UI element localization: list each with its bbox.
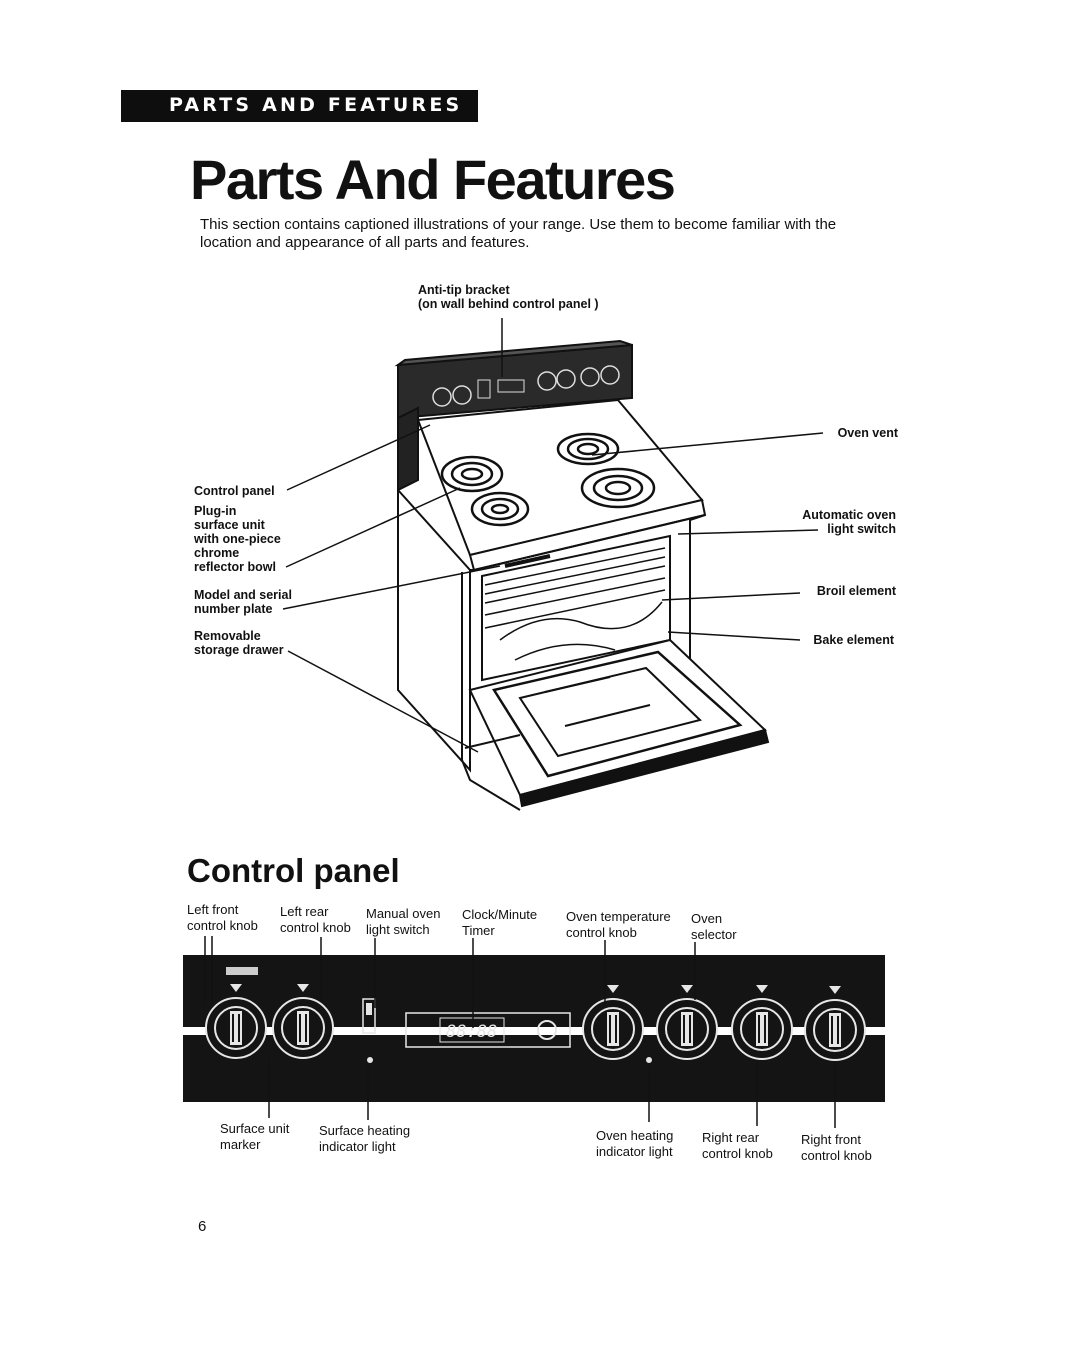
label-line: reflector bowl	[194, 560, 276, 574]
label-left-front-knob: Left front control knob	[187, 902, 258, 934]
label-line: control knob	[566, 925, 637, 940]
label-line: Right front	[801, 1132, 861, 1147]
label-line: storage drawer	[194, 643, 284, 657]
label-line: Surface heating	[319, 1123, 411, 1138]
label-line: Left rear	[280, 904, 329, 919]
label-line: surface unit	[194, 518, 265, 532]
label-line: Oven heating	[596, 1128, 674, 1143]
label-line: control knob	[702, 1146, 773, 1161]
label-manual-oven-light-switch: Manual oven light switch	[366, 906, 440, 938]
page-title: Parts And Features	[190, 148, 676, 211]
label-line: light switch	[827, 522, 896, 536]
clock-display-digits: 88:88	[446, 1022, 497, 1042]
label-line: with one-piece	[194, 532, 281, 546]
label-line: control knob	[280, 920, 351, 935]
label-line: Right rear	[702, 1130, 760, 1145]
label-removable-storage-drawer: Removable storage drawer	[194, 629, 284, 657]
label-clock-minute-timer: Clock/Minute Timer	[462, 907, 537, 939]
label-surface-unit-marker: Surface unit marker	[220, 1121, 289, 1153]
label-line: Plug-in	[194, 504, 237, 518]
label-line: selector	[691, 927, 737, 942]
label-line: Oven temperature	[566, 909, 671, 924]
label-oven-temperature-knob: Oven temperature control knob	[566, 909, 671, 941]
label-line: control knob	[801, 1148, 872, 1163]
label-line: Surface unit	[220, 1121, 290, 1136]
intro-paragraph: This section contains captioned illustra…	[200, 216, 837, 251]
label-line: indicator light	[596, 1144, 673, 1159]
label-surface-heating-indicator: Surface heating indicator light	[319, 1123, 410, 1155]
label-line: light switch	[366, 922, 430, 937]
control-panel-heading: Control panel	[187, 852, 400, 889]
label-line: Timer	[462, 923, 495, 938]
label-plug-in-surface-unit: Plug-in surface unit with one-piece chro…	[194, 504, 281, 574]
label-right-front-knob: Right front control knob	[801, 1132, 872, 1164]
label-broil-element: Broil element	[816, 584, 896, 598]
label-line: Clock/Minute	[462, 907, 538, 922]
label-oven-heating-indicator: Oven heating indicator light	[596, 1128, 673, 1160]
label-model-serial-plate: Model and serial number plate	[194, 588, 292, 616]
label-line: Left front	[187, 902, 239, 917]
label-line: control knob	[187, 918, 258, 933]
label-line: Manual oven	[366, 906, 441, 921]
label-right-rear-knob: Right rear control knob	[702, 1130, 773, 1162]
label-oven-vent: Oven vent	[837, 426, 898, 440]
label-line: indicator light	[319, 1139, 396, 1154]
label-line: marker	[220, 1137, 261, 1152]
label-anti-tip-bracket: Anti-tip bracket (on wall behind control…	[418, 283, 599, 311]
label-line: Model and serial	[194, 588, 292, 602]
label-line: Removable	[194, 629, 261, 643]
page-number: 6	[198, 1218, 207, 1235]
label-oven-selector: Oven selector	[691, 911, 737, 943]
section-banner: PARTS AND FEATURES	[121, 90, 478, 122]
label-automatic-oven-light-switch: Automatic oven light switch	[802, 508, 896, 536]
label-line: Automatic oven	[802, 508, 896, 522]
label-left-rear-knob: Left rear control knob	[280, 904, 351, 936]
label-line: number plate	[194, 602, 273, 616]
label-line: Anti-tip bracket	[418, 283, 510, 297]
label-control-panel: Control panel	[194, 484, 275, 498]
label-line: Oven	[691, 911, 723, 926]
label-bake-element: Bake element	[813, 633, 894, 647]
section-banner-text: PARTS AND FEATURES	[169, 94, 463, 116]
label-line: chrome	[194, 546, 240, 560]
label-line: (on wall behind control panel )	[418, 297, 599, 311]
